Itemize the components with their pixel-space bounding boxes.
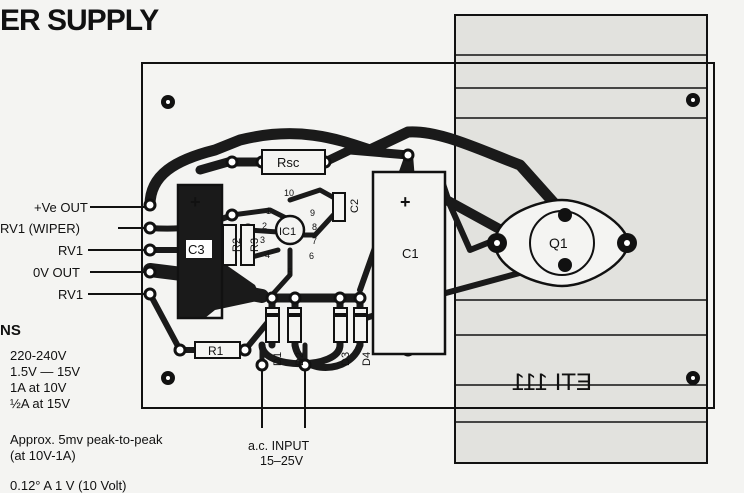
c3-plus-label: +: [190, 192, 201, 212]
ac-input-label-2: 15–25V: [260, 454, 304, 468]
spec-ripple-line2: (at 10V-1A): [10, 448, 76, 463]
spec-ripple-line1: Approx. 5mv peak-to-peak: [10, 432, 163, 447]
spec-current-15v: ½A at 15V: [10, 396, 70, 411]
svg-text:10: 10: [284, 188, 294, 198]
label-0v-out: 0V OUT: [33, 265, 80, 280]
d4-label: D4: [361, 352, 373, 366]
ic1-label: IC1: [279, 226, 296, 238]
svg-text:8: 8: [312, 222, 317, 232]
label-rv1-b: RV1: [58, 287, 83, 302]
c3-label: C3: [188, 242, 205, 257]
label-rv1-a: RV1: [58, 243, 83, 258]
ac-input-leads: [261, 370, 306, 428]
spec-footer: 0.12° A 1 V (10 Volt): [10, 478, 127, 493]
svg-text:6: 6: [309, 251, 314, 261]
r1-label: R1: [208, 344, 224, 358]
d3-label: D3: [340, 352, 352, 366]
ic-pin-labels: 1 2 3 4 5 6 7 8 9 10: [260, 188, 317, 277]
resistor-r2: [222, 224, 237, 266]
d2-label: D2: [294, 352, 306, 366]
svg-text:5: 5: [287, 267, 292, 277]
ic1-package: [274, 214, 306, 246]
spec-current-10v: 1A at 10V: [10, 380, 67, 395]
capacitor-c2: [332, 192, 346, 222]
resistor-r3: [240, 224, 255, 266]
output-leads: [88, 206, 146, 295]
c2-label: C2: [349, 199, 361, 213]
label-rv1-wiper: RV1 (WIPER): [0, 221, 80, 236]
page-title: ER SUPPLY: [0, 4, 159, 37]
resistor-r1: [194, 341, 241, 359]
r3-label: R3: [249, 238, 261, 252]
label-ve-out: +Ve OUT: [34, 200, 88, 215]
svg-text:1: 1: [266, 206, 271, 216]
q1-label: Q1: [549, 235, 568, 251]
rsc-label: Rsc: [277, 155, 300, 170]
capacitor-c1: [371, 170, 447, 356]
c1-label: C1: [402, 246, 419, 261]
spec-ripple: Approx. 5mv peak-to-peak (at 10V-1A): [10, 432, 162, 464]
spec-output-range: 1.5V — 15V: [10, 364, 81, 379]
specs-heading: NS: [0, 322, 21, 339]
c1-plus-label: +: [400, 192, 411, 212]
d1-label: D1: [272, 352, 284, 366]
svg-text:7: 7: [312, 236, 317, 246]
svg-text:9: 9: [310, 208, 315, 218]
diodes: [265, 307, 368, 343]
resistor-rsc: [261, 149, 326, 175]
transistor-q1: [487, 198, 637, 288]
ground-plane: [178, 185, 262, 318]
mounting-holes: [161, 93, 700, 385]
ac-input-label-1: a.c. INPUT: [248, 439, 309, 453]
pcb-board-outline: [141, 62, 715, 409]
svg-text:4: 4: [265, 250, 270, 260]
board-marking: ETI 111: [512, 369, 592, 396]
svg-text:2: 2: [262, 221, 267, 231]
svg-text:3: 3: [260, 235, 265, 245]
spec-input-voltage: 220-240V: [10, 348, 67, 363]
